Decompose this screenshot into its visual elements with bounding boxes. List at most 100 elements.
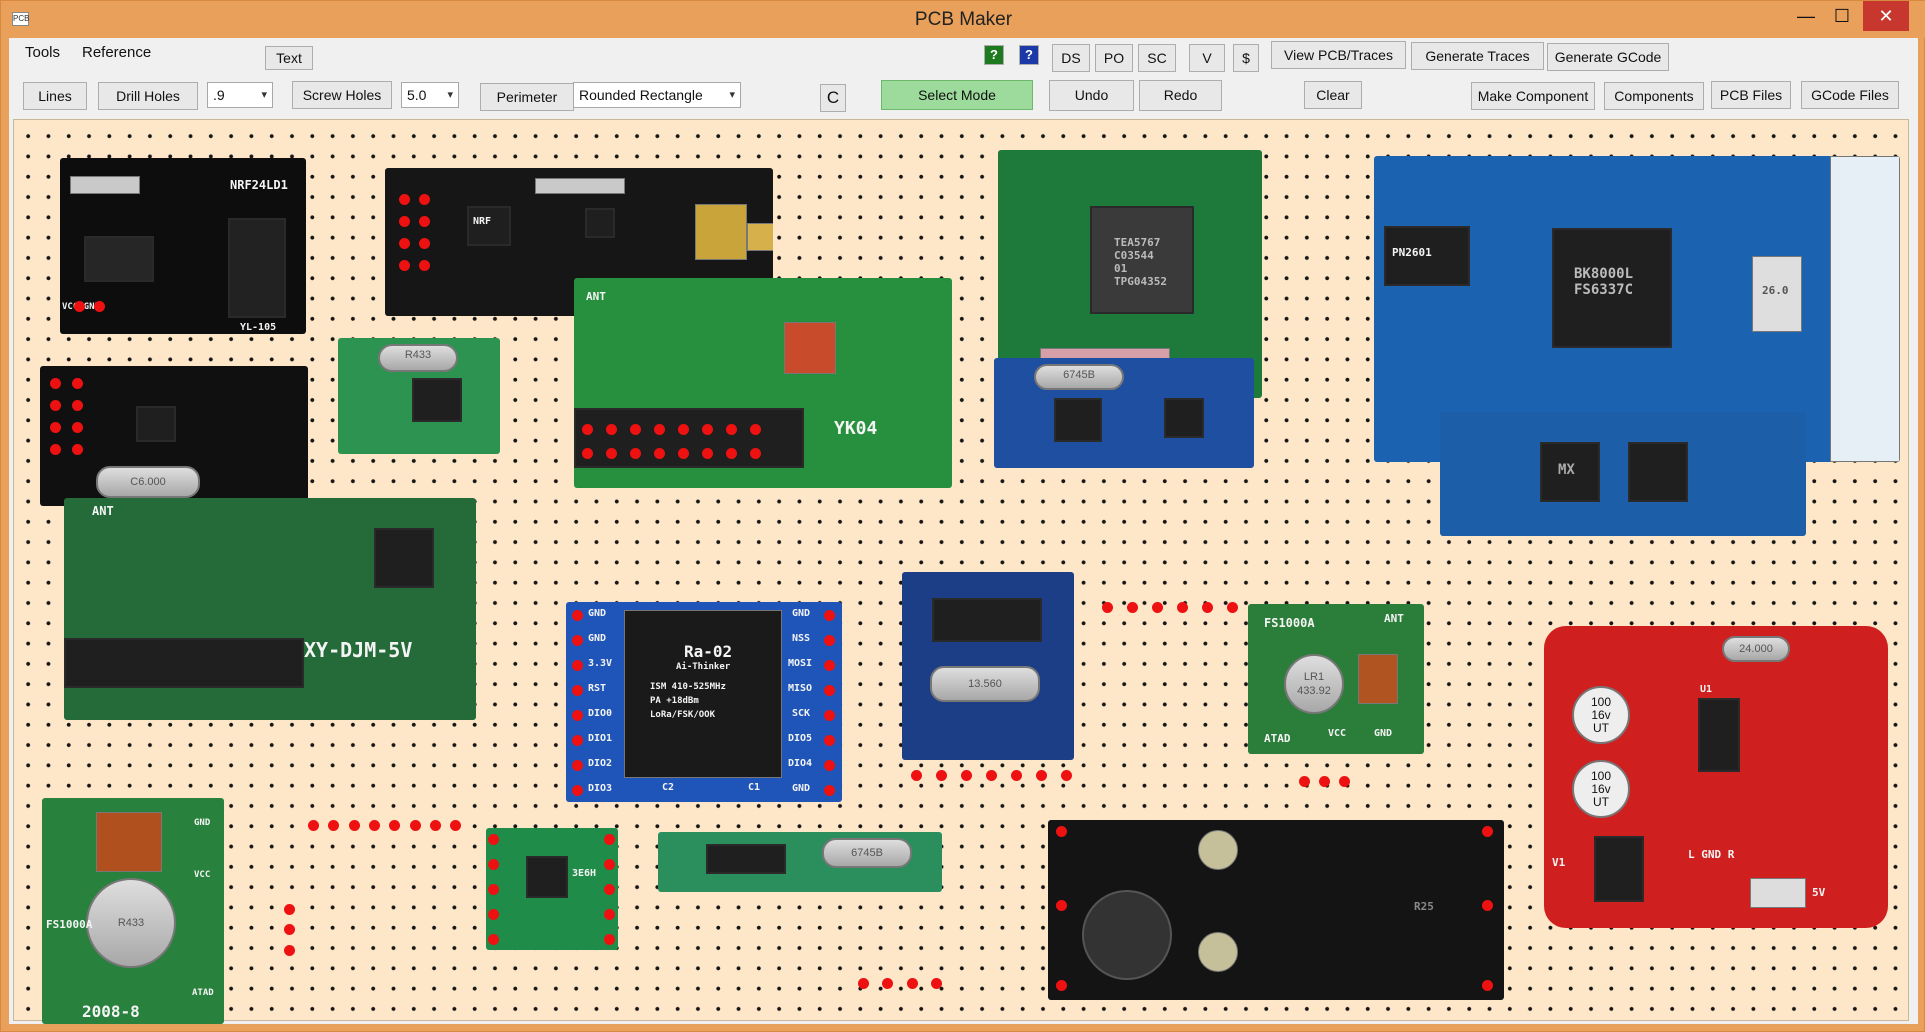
pad bbox=[72, 444, 83, 455]
component-bk8000l[interactable]: PN2601 BK8000L FS6337C 26.0 bbox=[1374, 156, 1900, 462]
component-rfid-13560[interactable]: 13.560 bbox=[902, 572, 1074, 760]
component-audio-bt-red[interactable]: 24.000 100 16v UT 100 16v UT U1 5V L GND… bbox=[1544, 626, 1888, 928]
pad bbox=[1227, 602, 1238, 613]
generate-gcode-button[interactable]: Generate GCode bbox=[1547, 43, 1669, 71]
component bbox=[784, 322, 836, 374]
menu-reference[interactable]: Reference bbox=[82, 44, 152, 61]
ic-chip bbox=[932, 598, 1042, 642]
screw-size-select[interactable]: 5.0 ▾ bbox=[401, 82, 459, 108]
shield-can bbox=[695, 204, 747, 260]
make-component-button[interactable]: Make Component bbox=[1471, 82, 1595, 110]
pad bbox=[50, 444, 61, 455]
component-rf-small[interactable]: R433 bbox=[338, 338, 500, 454]
maximize-button[interactable]: ☐ bbox=[1833, 6, 1851, 26]
regulator-chip bbox=[84, 236, 154, 282]
menu-tools[interactable]: Tools bbox=[25, 44, 61, 61]
pin-label: DIO3 bbox=[588, 783, 613, 794]
gcode-files-button[interactable]: GCode Files bbox=[1801, 81, 1899, 109]
crystal: LR1 433.92 bbox=[1284, 654, 1344, 714]
clear-button[interactable]: Clear bbox=[1304, 81, 1362, 109]
pad bbox=[630, 448, 641, 459]
select-mode-button[interactable]: Select Mode bbox=[881, 80, 1033, 110]
pad bbox=[430, 820, 441, 831]
component-xy-djm-5v[interactable]: ANT XY-DJM-5V bbox=[64, 498, 476, 720]
component-fm-mic[interactable]: R25 bbox=[1048, 820, 1504, 1000]
trimmer bbox=[1198, 932, 1238, 972]
component-rf-bottom[interactable]: 6745B bbox=[658, 832, 942, 892]
drill-size-value: .9 bbox=[213, 87, 225, 103]
v-button[interactable]: V bbox=[1189, 44, 1225, 72]
dollar-button[interactable]: $ bbox=[1233, 44, 1259, 72]
title-bar[interactable]: PCB PCB Maker — ☐ ✕ bbox=[1, 1, 1925, 38]
chip-label: NRF bbox=[473, 216, 492, 227]
lines-button[interactable]: Lines bbox=[23, 82, 87, 110]
pad bbox=[389, 820, 400, 831]
pad bbox=[328, 820, 339, 831]
pad bbox=[1152, 602, 1163, 613]
module-label: NRF24LD1 bbox=[230, 178, 288, 192]
pad bbox=[1102, 602, 1113, 613]
capacitor: 100 16v UT bbox=[1572, 760, 1630, 818]
component-nrf24-mini[interactable]: C6.000 bbox=[40, 366, 308, 506]
component-bt-mx[interactable]: MX bbox=[1440, 412, 1806, 536]
undo-button[interactable]: Undo bbox=[1049, 80, 1134, 111]
help-blue-button[interactable]: ? bbox=[1019, 45, 1039, 65]
pad bbox=[824, 760, 835, 771]
drill-size-select[interactable]: .9 ▾ bbox=[207, 82, 273, 108]
pad bbox=[1061, 770, 1072, 781]
pad bbox=[369, 820, 380, 831]
component-nrf24l01[interactable]: NRF24LD1 YL-105 VCC GND bbox=[60, 158, 306, 334]
generate-traces-button[interactable]: Generate Traces bbox=[1411, 42, 1544, 70]
ic-chip bbox=[374, 528, 434, 588]
sc-button[interactable]: SC bbox=[1138, 44, 1176, 72]
pad bbox=[824, 610, 835, 621]
component-fs1000a[interactable]: FS1000A ANT LR1 433.92 ATAD VCC GND bbox=[1248, 604, 1424, 754]
coil bbox=[96, 812, 162, 872]
crystal bbox=[1752, 256, 1802, 332]
ant-label: ANT bbox=[92, 504, 114, 518]
coil bbox=[1358, 654, 1398, 704]
pad bbox=[419, 260, 430, 271]
components-button[interactable]: Components bbox=[1604, 82, 1704, 110]
pad bbox=[488, 909, 499, 920]
pad bbox=[1127, 602, 1138, 613]
chip-label: TEA5767 C03544 01 TPG04352 bbox=[1114, 236, 1167, 288]
component-yk04[interactable]: ANT YK04 bbox=[574, 278, 952, 488]
po-button[interactable]: PO bbox=[1095, 44, 1133, 72]
component-small-chip[interactable]: 3E6H bbox=[486, 828, 618, 950]
pad bbox=[74, 301, 85, 312]
component-rf-6745b[interactable]: 6745B bbox=[994, 358, 1254, 468]
help-green-button[interactable]: ? bbox=[984, 45, 1004, 65]
pcb-canvas[interactable]: NRF24LD1 YL-105 VCC GND NRF TEA5 bbox=[13, 119, 1909, 1024]
view-pcb-traces-button[interactable]: View PCB/Traces bbox=[1271, 41, 1406, 69]
pad bbox=[410, 820, 421, 831]
drill-holes-button[interactable]: Drill Holes bbox=[98, 82, 198, 110]
minimize-button[interactable]: — bbox=[1797, 6, 1815, 26]
redo-button[interactable]: Redo bbox=[1139, 80, 1222, 111]
screw-holes-button[interactable]: Screw Holes bbox=[292, 81, 392, 109]
pin-label: SCK bbox=[792, 708, 811, 719]
pad bbox=[284, 924, 295, 935]
component-tea5767[interactable]: TEA5767 C03544 01 TPG04352 bbox=[998, 150, 1262, 398]
text-button[interactable]: Text bbox=[265, 46, 313, 70]
c-button[interactable]: C bbox=[820, 84, 846, 112]
pad bbox=[961, 770, 972, 781]
perimeter-button[interactable]: Perimeter bbox=[480, 83, 574, 111]
smd-row bbox=[70, 176, 140, 194]
pad bbox=[604, 934, 615, 945]
nrf-chip bbox=[467, 206, 511, 246]
component-ra02[interactable]: Ra-02 Ai-Thinker ISM 410-525MHz PA +18dB… bbox=[566, 602, 842, 802]
pad bbox=[50, 422, 61, 433]
pa-chip bbox=[585, 208, 615, 238]
vcc-label: VCC bbox=[1328, 728, 1347, 739]
pcb-files-button[interactable]: PCB Files bbox=[1711, 81, 1791, 109]
pad bbox=[284, 904, 295, 915]
perimeter-shape-select[interactable]: Rounded Rectangle ▾ bbox=[573, 82, 741, 108]
pad bbox=[1056, 900, 1067, 911]
pin-label: DIO1 bbox=[588, 733, 613, 744]
pad bbox=[1482, 980, 1493, 991]
ds-button[interactable]: DS bbox=[1052, 44, 1090, 72]
component-fs1000a-small[interactable]: R433 FS1000A 2008-8 GND VCC ATAD bbox=[42, 798, 224, 1024]
close-button[interactable]: ✕ bbox=[1863, 1, 1909, 31]
